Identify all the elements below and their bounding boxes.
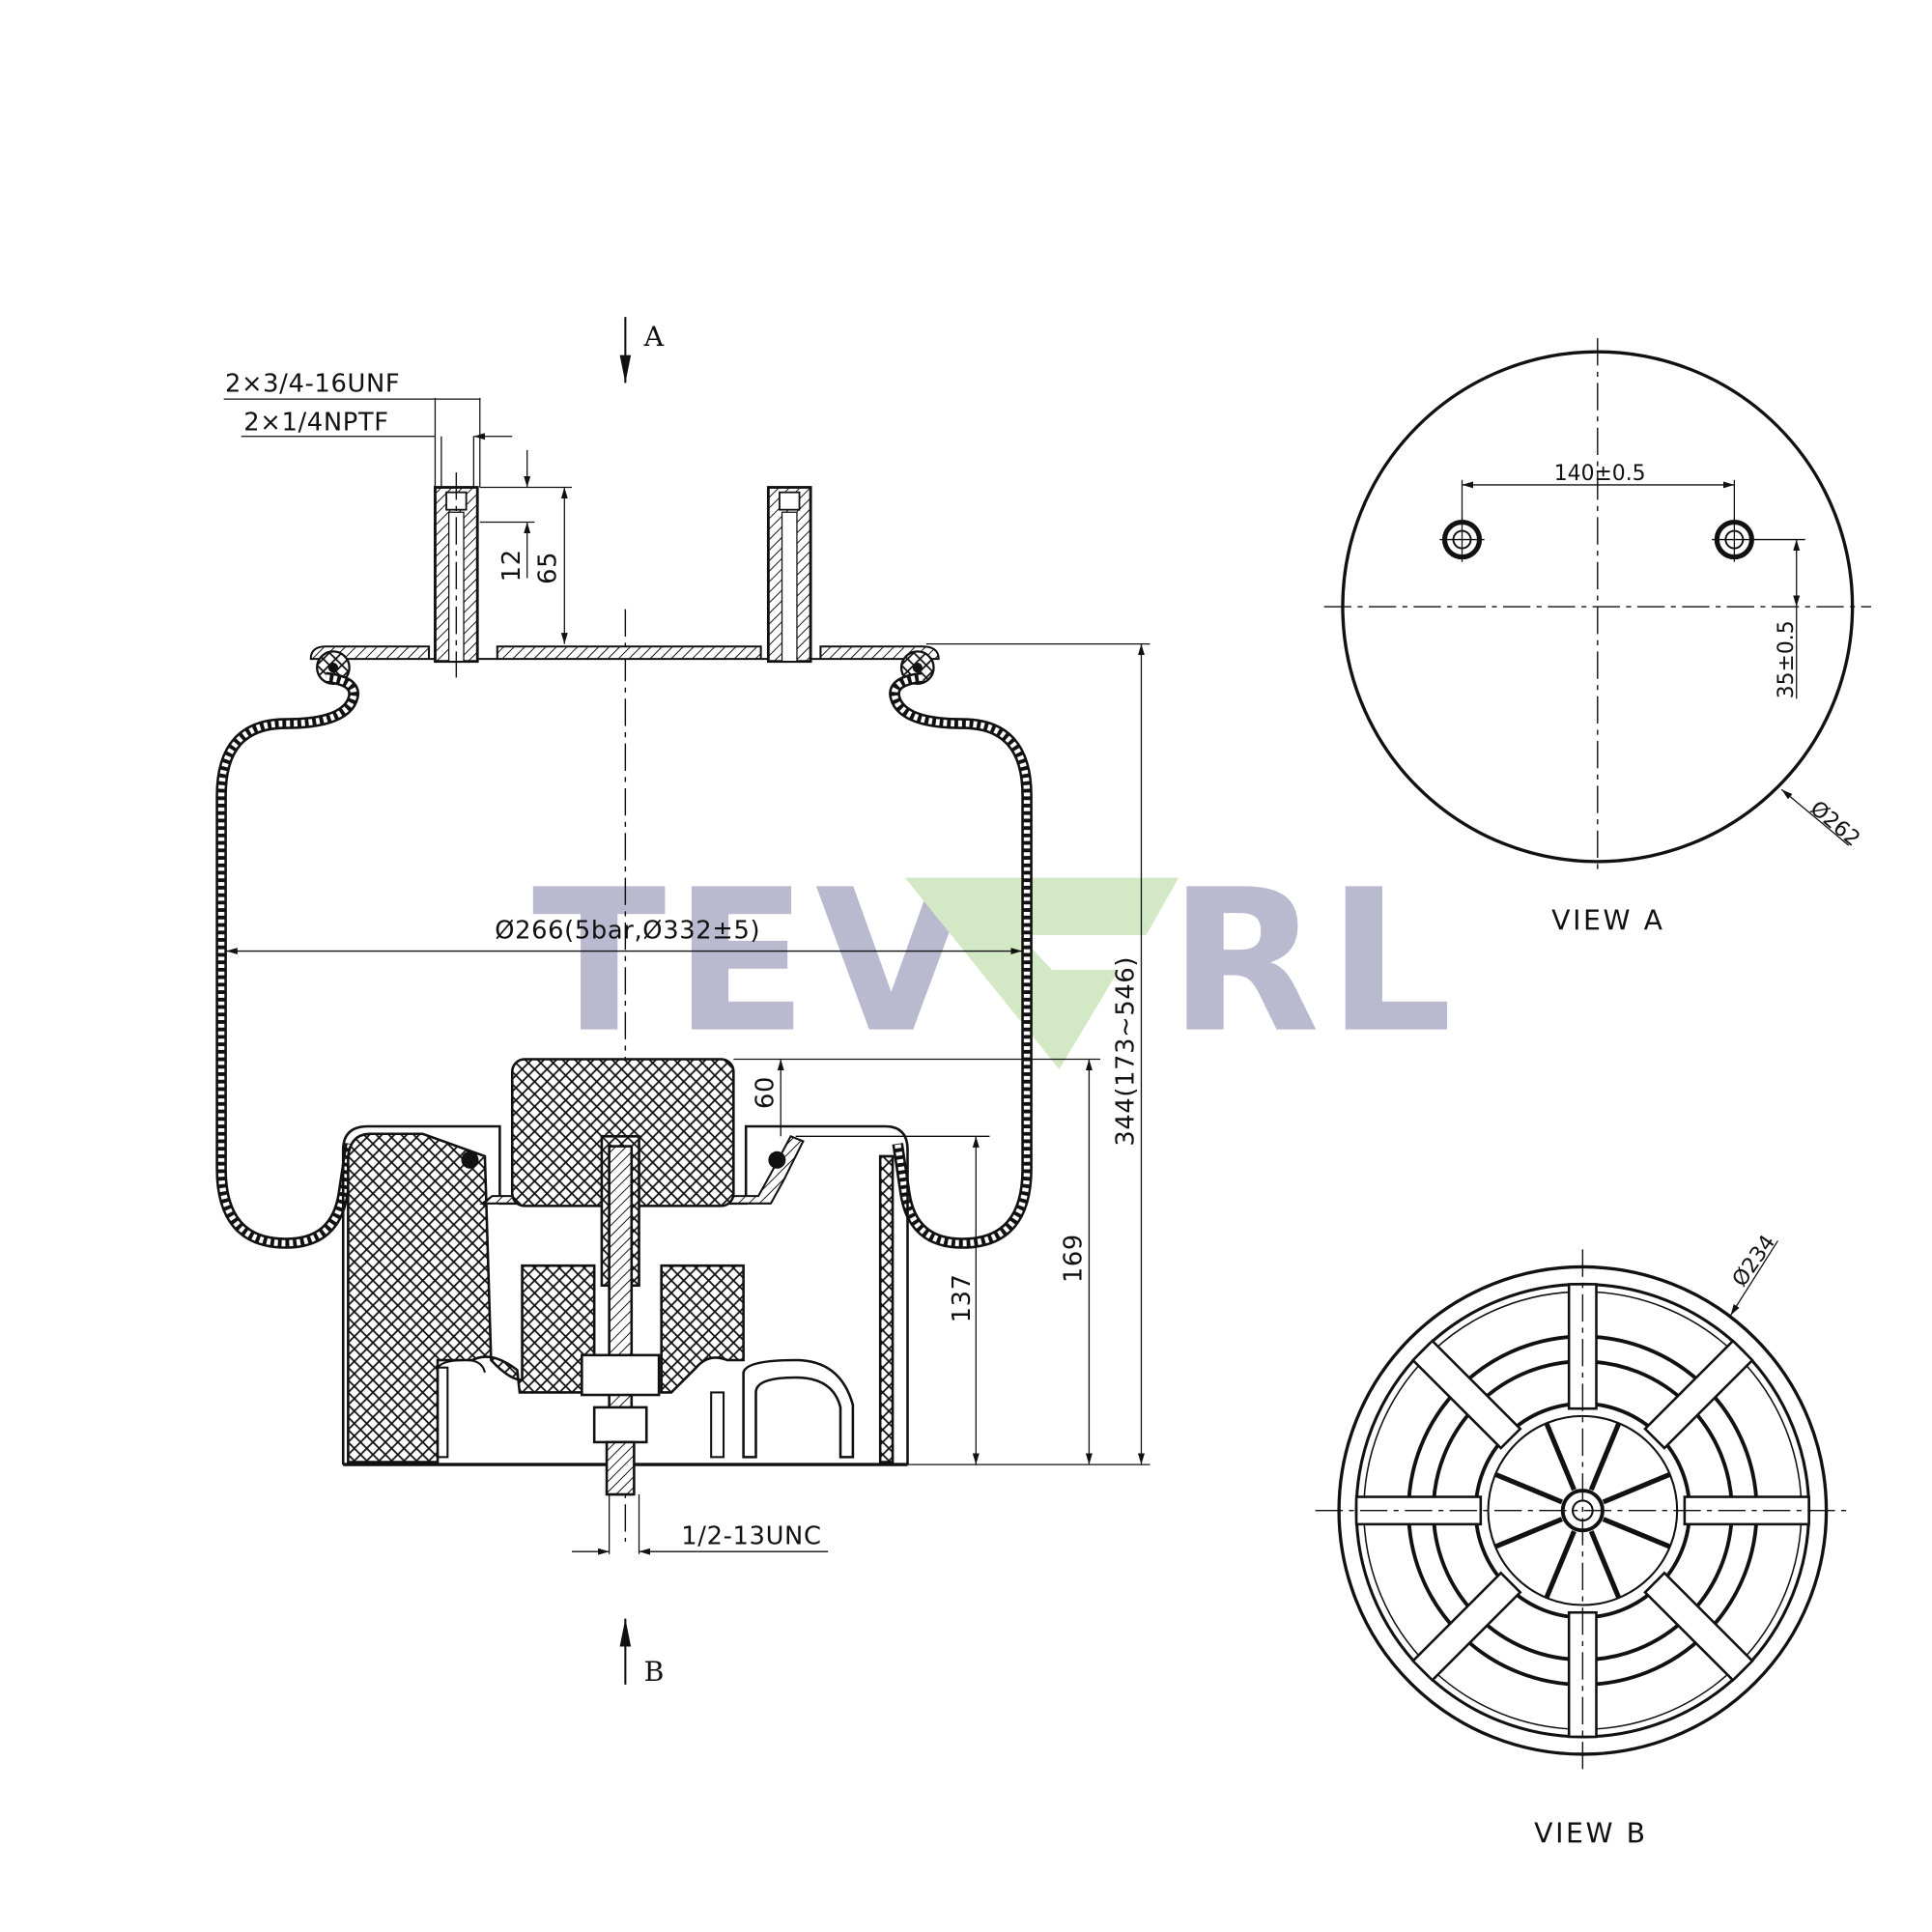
- top-bead-plate: [309, 645, 940, 661]
- dim-hole-offset: 35±0.5: [1775, 620, 1799, 698]
- diameter-dimension: Ø266(5bar,Ø332±5): [226, 917, 1022, 955]
- thread-callout-bottom: 1/2-13UNC: [572, 1493, 829, 1555]
- height-dimensions: 60 344(173~546) 169 137: [733, 643, 1151, 1465]
- rubber-bellows: [215, 671, 359, 1249]
- bottom-bolt: [581, 1135, 661, 1496]
- thread-label-1-2-13unc: 1/2-13UNC: [681, 1521, 821, 1550]
- thread-label-1-4nptf: 2×1/4NPTF: [243, 408, 388, 437]
- dim-overall-height: 344(173~546): [1112, 956, 1141, 1147]
- watermark-text-right: RL: [1169, 847, 1461, 1076]
- dim-diameter-266: Ø266(5bar,Ø332±5): [495, 917, 760, 946]
- watermark-green-triangle-icon: [904, 877, 1179, 1069]
- view-b-arrow-label: B: [644, 1656, 665, 1688]
- thread-callouts-top: 2×3/4-16UNF 2×1/4NPTF: [223, 369, 513, 488]
- view-b: Ø234 VIEW B: [1315, 1231, 1851, 1849]
- view-a-arrow-label: A: [643, 321, 665, 353]
- mounting-hole-left-icon: [1439, 517, 1485, 562]
- watermark-logo: TEV RL: [532, 847, 1461, 1076]
- thread-label-3-4-16unf: 2×3/4-16UNF: [225, 369, 400, 398]
- dim-plate-diameter: Ø262: [1805, 797, 1864, 852]
- mounting-hole-right-icon: [1712, 517, 1757, 562]
- dim-piston-169: 169: [1060, 1234, 1089, 1283]
- dim-stud-height: 65: [533, 552, 562, 584]
- section-view: A: [215, 317, 1151, 1688]
- dim-piston-diameter: Ø234: [1728, 1231, 1780, 1292]
- dim-thread-depth: 12: [497, 549, 526, 582]
- watermark-text-left: TEV: [532, 847, 975, 1076]
- left-stud: [434, 472, 479, 678]
- view-b-label: VIEW B: [1534, 1817, 1647, 1849]
- stud-dimensions: 12 65: [479, 449, 573, 644]
- dim-piston-137: 137: [948, 1273, 977, 1322]
- view-a-label: VIEW A: [1551, 905, 1664, 937]
- right-stud: [766, 486, 812, 664]
- dim-hole-spacing: 140±0.5: [1554, 462, 1646, 486]
- dim-bumper-60: 60: [752, 1076, 781, 1109]
